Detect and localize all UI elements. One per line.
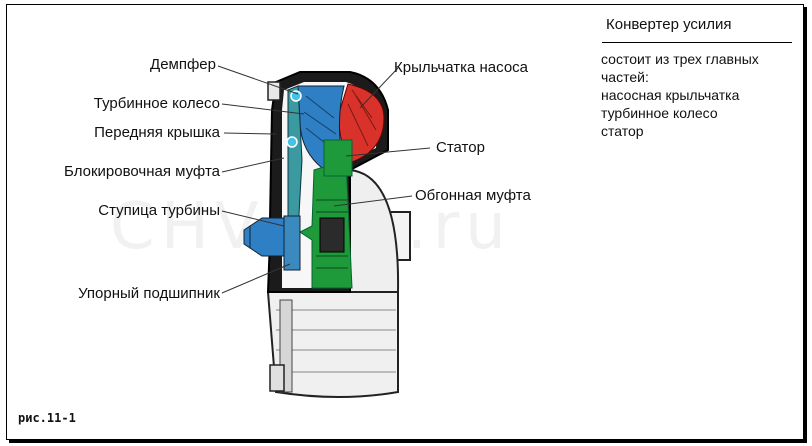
damper-spring-top — [290, 90, 302, 102]
description-line: насосная крыльчатка — [601, 87, 740, 103]
label-front-cover: Передняя крышка — [94, 124, 220, 141]
diagram-description: состоит из трех главных частей: насосная… — [601, 50, 801, 140]
description-line: турбинное колесо — [601, 105, 718, 121]
damper-spring-bottom — [286, 136, 298, 148]
leader-lines — [217, 65, 431, 294]
label-damper: Демпфер — [150, 56, 216, 73]
label-stator: Статор — [436, 139, 485, 156]
housing-lower — [266, 291, 399, 398]
description-line: состоит из трех главных — [601, 51, 759, 67]
diagram-title: Конвертер усилия — [606, 16, 732, 33]
label-turbine-hub: Ступица турбины — [98, 202, 220, 219]
turbine-hub-part — [249, 217, 285, 257]
label-thrust-bearing: Упорный подшипник — [78, 285, 220, 302]
label-turbine: Турбинное колесо — [93, 95, 220, 112]
label-lockup-clutch: Блокировочная муфта — [64, 163, 220, 180]
figure-caption: рис.11-1 — [18, 411, 76, 425]
description-line: статор — [601, 123, 644, 139]
label-overrunning-clutch: Обгонная муфта — [415, 187, 531, 204]
description-line: частей: — [601, 69, 649, 85]
housing-right — [349, 168, 400, 293]
label-pump-impeller: Крыльчатка насоса — [394, 59, 529, 76]
title-underline — [602, 42, 792, 43]
